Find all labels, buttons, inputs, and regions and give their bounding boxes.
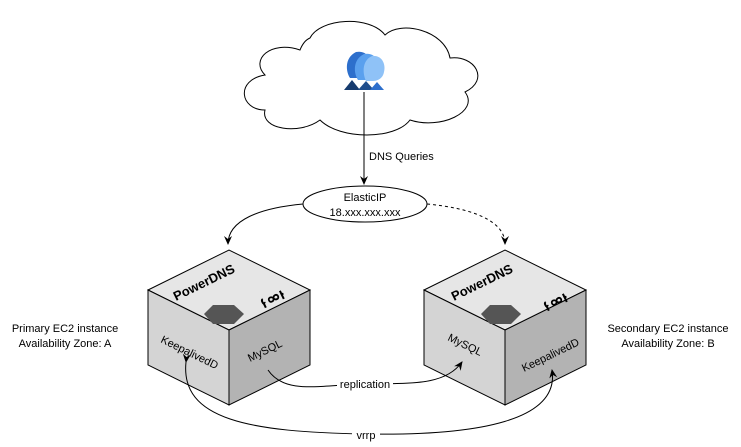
secondary-caption-line2: Availability Zone: B: [621, 338, 714, 350]
vrrp-label-bg: [352, 428, 380, 441]
replication-label-bg: [337, 377, 393, 390]
primary-caption-line2: Availability Zone: A: [19, 338, 112, 350]
vrrp-label: vrrp: [357, 430, 376, 442]
primary-cube-button: [204, 305, 244, 324]
elastic-ip-address: 18.xxx.xxx.xxx: [330, 207, 401, 219]
secondary-power-icons: [543, 293, 568, 312]
elastic-ip-to-primary-arrow: [224, 203, 304, 245]
secondary-caption-line1: Secondary EC2 instance: [607, 323, 728, 335]
secondary-cube-button: [481, 305, 521, 324]
elastic-ip-name: ElasticIP: [344, 192, 387, 204]
secondary-powerdns-instance[interactable]: PowerDNS MySQL KeepalivedD: [422, 249, 588, 406]
primary-power-icons: [260, 290, 285, 309]
replication-label: replication: [340, 379, 390, 391]
primary-powerdns-instance[interactable]: PowerDNS KeepalivedD MySQL: [146, 249, 312, 406]
primary-caption-line1: Primary EC2 instance: [12, 323, 118, 335]
elastic-ip-to-secondary-arrow: [426, 203, 509, 245]
dns-queries-label: DNS Queries: [369, 151, 434, 163]
users-icon: [342, 48, 388, 90]
